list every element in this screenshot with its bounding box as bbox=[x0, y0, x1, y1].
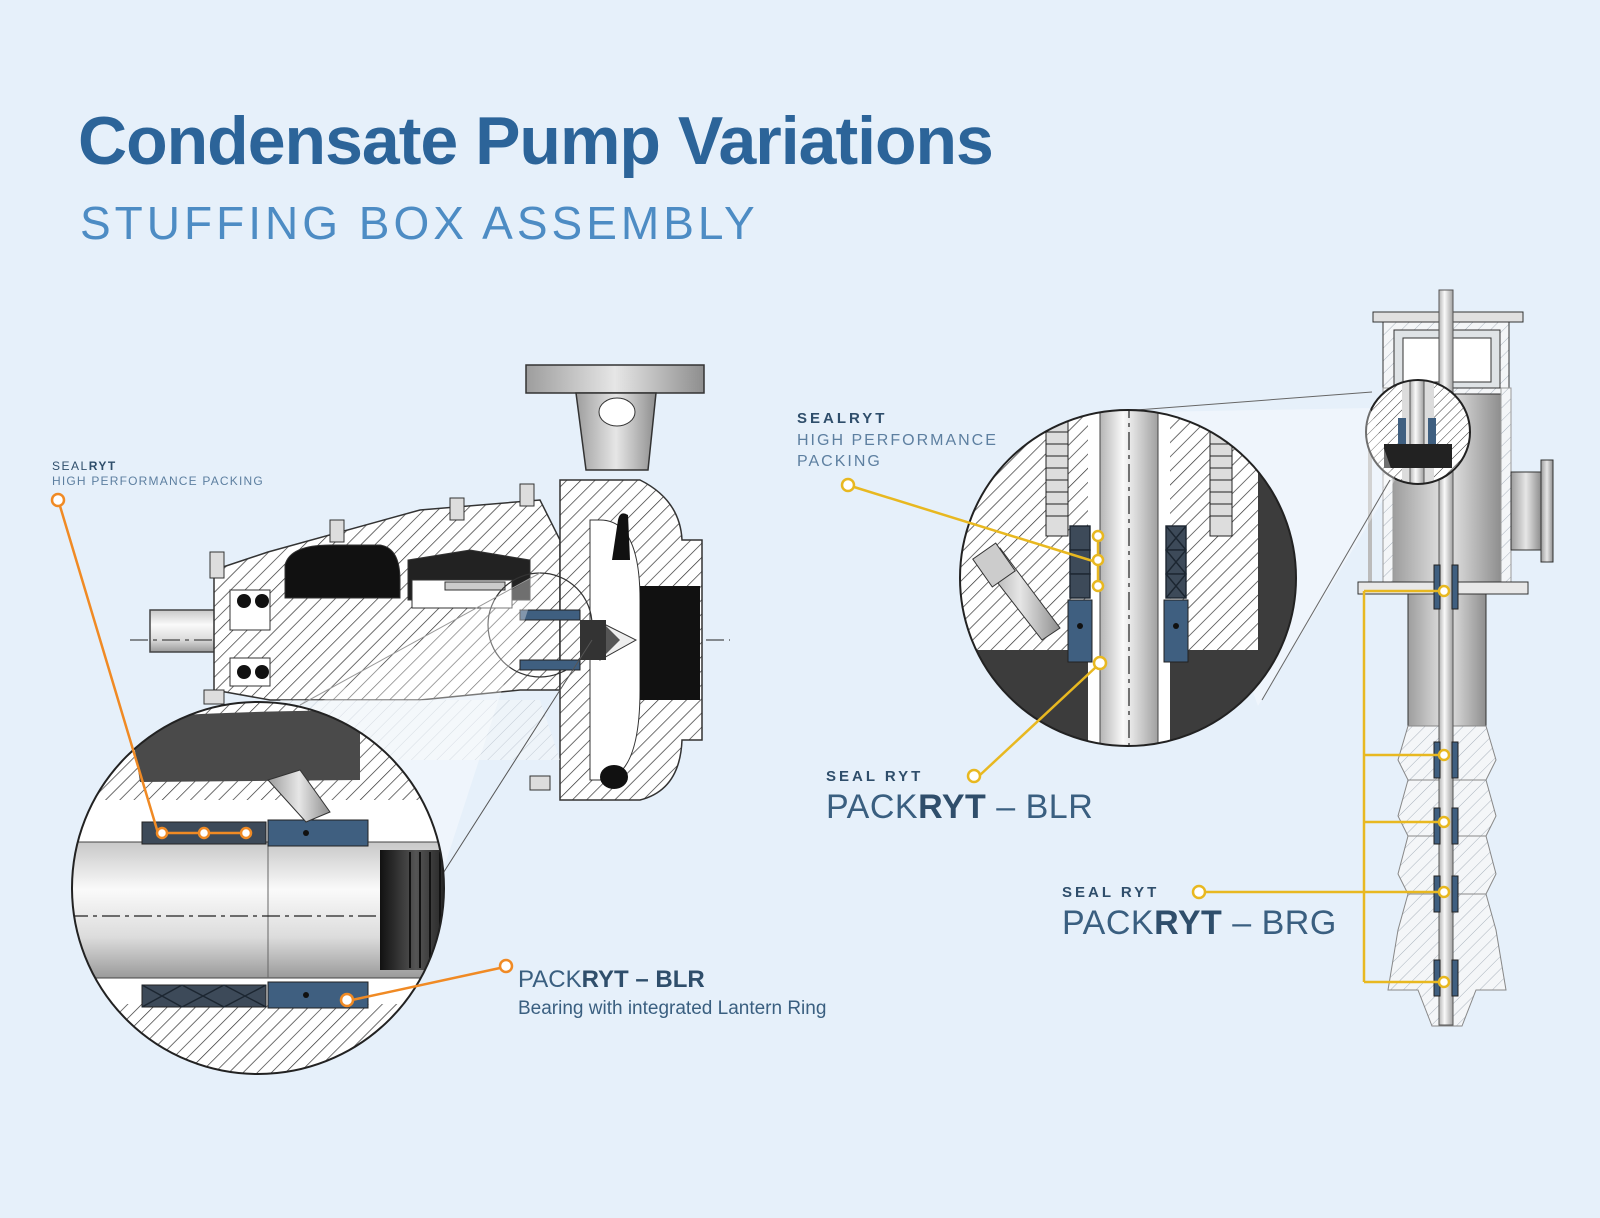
right-sealryt-callout bbox=[840, 477, 1105, 593]
horizontal-pump bbox=[130, 364, 730, 801]
page-title: Condensate Pump Variations bbox=[78, 103, 994, 179]
right-brg-seal-heading: SEAL RYT bbox=[1062, 884, 1160, 901]
left-packryt-heading: PACKRYT – BLR bbox=[518, 966, 705, 993]
right-sealryt-sub-line2: PACKING bbox=[797, 453, 882, 470]
left-sealryt-subheading: HIGH PERFORMANCE PACKING bbox=[52, 474, 264, 488]
left-packryt-caption: Bearing with integrated Lantern Ring bbox=[518, 998, 827, 1019]
vertical-pump bbox=[1357, 289, 1554, 1027]
right-brg-callout bbox=[1191, 584, 1451, 989]
right-brg-pack-heading: PACKRYT – BRG bbox=[1062, 904, 1337, 942]
left-sealryt-heading: SEALRYT bbox=[52, 459, 117, 473]
right-sealryt-heading: SEALRYT bbox=[797, 410, 888, 427]
right-blr-callout bbox=[966, 655, 1108, 784]
page-subtitle: STUFFING BOX ASSEMBLY bbox=[80, 197, 759, 249]
left-zoom-detail bbox=[71, 701, 445, 1075]
right-blr-seal-heading: SEAL RYT bbox=[826, 768, 924, 785]
right-blr-pack-heading: PACKRYT – BLR bbox=[826, 788, 1094, 826]
left-sealryt-callout bbox=[50, 492, 253, 840]
right-sealryt-sub-line1: HIGH PERFORMANCE bbox=[797, 432, 998, 449]
left-packryt-callout bbox=[339, 958, 514, 1008]
